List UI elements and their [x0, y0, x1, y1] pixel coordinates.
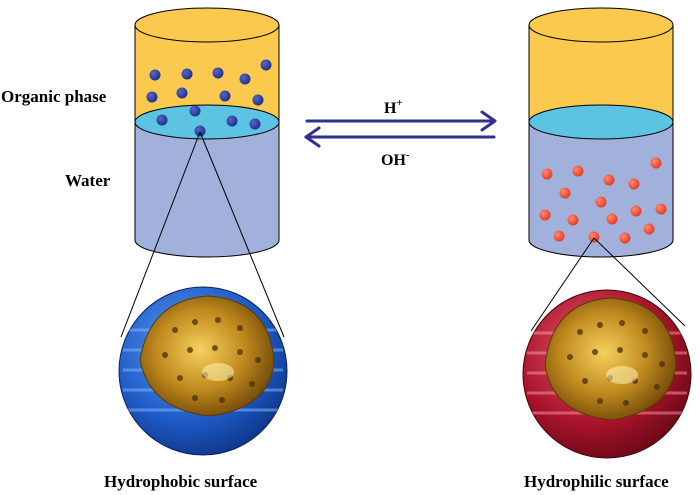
zoom-lines — [120, 131, 686, 338]
hydrophilic-particle — [559, 187, 571, 199]
hydrophilic-particle — [595, 196, 607, 208]
hydrophobic-surface-caption: Hydrophobic surface — [104, 472, 258, 491]
hydrophilic-particle — [567, 214, 579, 226]
organic-phase-label: Organic phase — [1, 87, 107, 106]
left-zoom-line-b — [199, 131, 285, 338]
hydrophilic-particle — [630, 205, 642, 217]
hydrophobic-particle — [189, 105, 201, 117]
hydrophobic-particle — [226, 115, 238, 127]
hydrophilic-particle — [539, 209, 551, 221]
hydrophilic-particle — [650, 157, 662, 169]
hydrophobic-particles — [146, 59, 272, 137]
hydrophilic-particle — [619, 232, 631, 244]
right-zoom-line-a — [530, 237, 595, 332]
hydrophobic-particle — [156, 114, 168, 126]
water-label: Water — [65, 171, 111, 190]
acid-charge: + — [396, 97, 402, 109]
hydrophilic-particle — [572, 165, 584, 177]
left-zoom-line-a — [120, 131, 201, 338]
base-label: OH- — [381, 149, 410, 169]
acid-label: H+ — [384, 97, 403, 117]
left-interface — [134, 104, 280, 140]
hydrophilic-particle — [588, 231, 600, 243]
base-species: OH — [381, 152, 406, 169]
left-water-cover — [135, 200, 279, 240]
hydrophilic-particle — [606, 213, 618, 225]
hydrophilic-surface-caption: Hydrophilic surface — [524, 472, 669, 491]
hydrophilic-particle — [643, 223, 655, 235]
hydrophilic-particle — [603, 174, 615, 186]
left-top — [134, 7, 280, 43]
hydrophobic-nanoparticle-icon — [118, 286, 288, 456]
hydrophobic-particle — [212, 67, 224, 79]
hydrophobic-particle — [176, 87, 188, 99]
hydrophilic-particle — [541, 168, 553, 180]
hydrophobic-particle — [181, 68, 193, 80]
left-arrow-icon — [304, 126, 496, 148]
hydrophobic-particle — [194, 125, 206, 137]
right-beaker — [528, 7, 674, 258]
hydrophobic-particle — [239, 73, 251, 85]
right-interface — [528, 104, 674, 140]
right-arrow-icon — [305, 110, 497, 132]
hydrophilic-particle — [655, 203, 667, 215]
hydrophilic-particle — [553, 230, 565, 242]
acid-species: H — [384, 100, 397, 117]
left-beaker — [134, 7, 280, 258]
hydrophobic-particle — [219, 90, 231, 102]
hydrophilic-particles — [539, 157, 667, 244]
hydrophobic-particle — [149, 69, 161, 81]
right-top — [528, 7, 674, 43]
hydrophobic-particle — [249, 118, 261, 130]
equilibrium-arrows — [304, 110, 497, 148]
hydrophilic-particle — [628, 178, 640, 190]
hydrophilic-nanoparticle-icon — [522, 289, 692, 459]
hydrophobic-particle — [146, 91, 158, 103]
right-zoom-line-b — [593, 237, 686, 327]
hydrophobic-particle — [252, 94, 264, 106]
hydrophobic-particle — [260, 59, 272, 71]
base-charge: - — [406, 149, 410, 161]
